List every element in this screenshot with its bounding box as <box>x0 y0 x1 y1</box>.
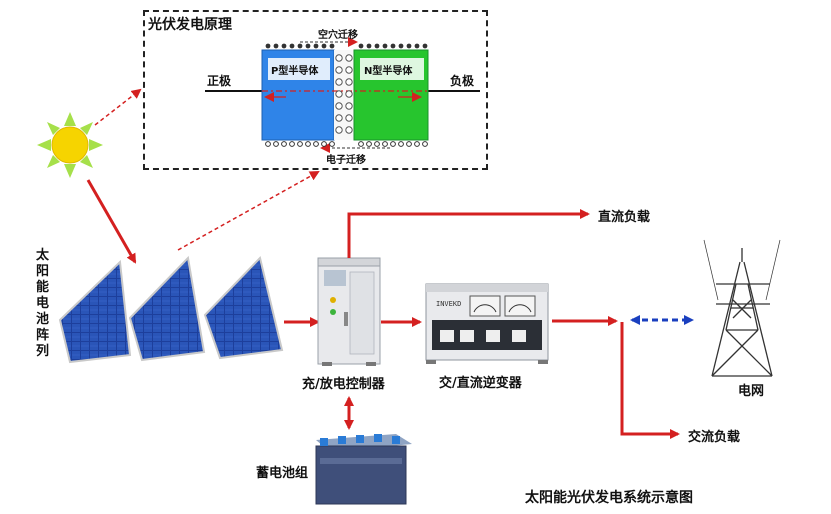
grid-label: 电网 <box>738 384 765 399</box>
junction-minus <box>335 90 343 98</box>
p-type-label: P型半导体 <box>271 66 319 77</box>
junction-plus <box>345 54 353 62</box>
hole-dot <box>289 43 295 49</box>
electron-dot <box>414 141 420 147</box>
hole-dot <box>313 43 319 49</box>
electron-dot <box>390 141 396 147</box>
principle-inset <box>143 10 488 170</box>
junction-plus <box>345 114 353 122</box>
hole-dot <box>297 43 303 49</box>
controller-label: 充/放电控制器 <box>302 377 385 392</box>
electron-dot <box>398 141 404 147</box>
hole-migration-label: 空穴迁移 <box>318 30 358 41</box>
junction-plus <box>345 90 353 98</box>
junction-plus <box>345 102 353 110</box>
junction-plus <box>345 126 353 134</box>
hole-dot <box>329 43 335 49</box>
hole-dot <box>382 43 388 49</box>
electron-dot <box>265 141 271 147</box>
junction-minus <box>335 114 343 122</box>
hole-dot <box>366 43 372 49</box>
electron-migration-label: 电子迁移 <box>326 155 366 166</box>
electron-dot <box>273 141 279 147</box>
inverter-icon <box>425 283 549 364</box>
ac-load-label: 交流负载 <box>688 430 741 445</box>
electron-dot <box>281 141 287 147</box>
electron-dot <box>305 141 311 147</box>
hole-dot <box>273 43 279 49</box>
sun-icon <box>37 112 103 178</box>
electron-dot <box>358 141 364 147</box>
hole-dot <box>281 43 287 49</box>
controller-cabinet-icon <box>317 257 381 366</box>
battery-label: 蓄电池组 <box>256 466 309 481</box>
electron-dot <box>297 141 303 147</box>
hole-dot <box>265 43 271 49</box>
junction-minus <box>335 66 343 74</box>
positive-pole-label: 正极 <box>207 74 232 88</box>
diagram-caption: 太阳能光伏发电系统示意图 <box>525 490 693 506</box>
electron-dot <box>382 141 388 147</box>
electron-dot <box>289 141 295 147</box>
electron-dot <box>329 141 335 147</box>
junction-plus <box>345 78 353 86</box>
hole-dot <box>422 43 428 49</box>
junction-minus <box>335 126 343 134</box>
negative-pole-label: 负极 <box>450 74 475 88</box>
electron-dot <box>321 141 327 147</box>
n-type-label: N型半导体 <box>364 66 413 77</box>
hole-dot <box>398 43 404 49</box>
electron-dot <box>313 141 319 147</box>
electron-dot <box>374 141 380 147</box>
hole-dot <box>406 43 412 49</box>
inverter-badge: INVEKD <box>436 300 462 308</box>
electron-dot <box>406 141 412 147</box>
junction-minus <box>335 54 343 62</box>
solar-panel-icon <box>58 255 284 364</box>
hole-dot <box>358 43 364 49</box>
pn-junction-diagram <box>205 37 480 153</box>
hole-dot <box>390 43 396 49</box>
hole-dot <box>414 43 420 49</box>
dc-load-label: 直流负载 <box>598 210 651 225</box>
power-tower-icon <box>703 239 781 377</box>
electron-dot <box>422 141 428 147</box>
hole-dot <box>321 43 327 49</box>
electron-dot <box>366 141 372 147</box>
junction-plus <box>345 66 353 74</box>
junction-minus <box>335 102 343 110</box>
junction-minus <box>335 78 343 86</box>
battery-bank-icon <box>315 434 412 505</box>
inverter-label: 交/直流逆变器 <box>439 376 522 391</box>
inset-title: 光伏发电原理 <box>148 17 232 33</box>
hole-dot <box>374 43 380 49</box>
hole-dot <box>305 43 311 49</box>
array-label: 太阳能电池阵列 <box>36 248 50 359</box>
